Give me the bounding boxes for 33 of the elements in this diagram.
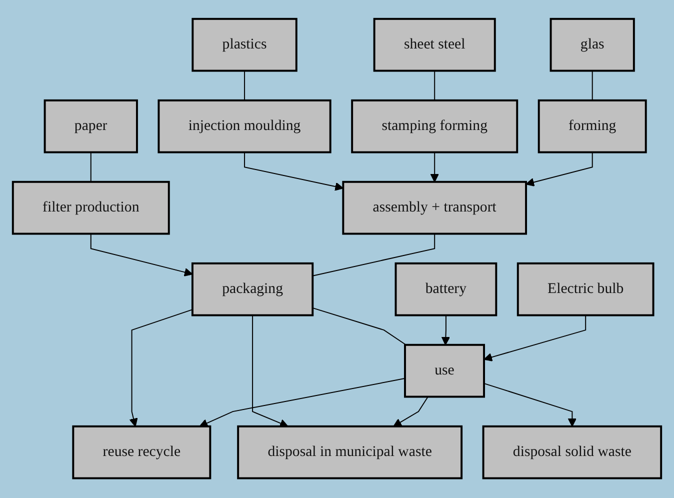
- node-box: packaging: [191, 262, 314, 317]
- arrow: [252, 315, 288, 428]
- connector: [244, 70, 246, 102]
- arrow: [90, 234, 193, 277]
- node-box: battery: [394, 262, 498, 317]
- node-box: plastics: [192, 18, 298, 72]
- connector: [592, 70, 593, 102]
- node-box: assembly + transport: [342, 181, 527, 236]
- node-box: reuse recycle: [72, 426, 212, 480]
- arrow: [441, 315, 450, 346]
- node-box: stamping forming: [351, 100, 518, 154]
- node-box: filter production: [12, 181, 170, 236]
- node-box: paper: [44, 100, 138, 154]
- connector: [90, 152, 92, 183]
- arrow: [526, 152, 593, 187]
- arrow: [393, 396, 428, 428]
- node-box: sheet steel: [373, 18, 496, 72]
- connector: [312, 308, 406, 346]
- arrow: [199, 378, 406, 428]
- node-box: forming: [538, 100, 647, 154]
- node-box: injection moulding: [158, 100, 332, 154]
- connector: [434, 70, 436, 102]
- connector: [312, 234, 436, 277]
- arrow: [129, 310, 193, 428]
- arrow: [430, 152, 439, 183]
- arrow: [244, 152, 344, 192]
- node-box: disposal solid waste: [482, 426, 662, 480]
- arrow: [484, 315, 586, 362]
- node-box: glas: [550, 18, 635, 72]
- node-box: disposal in municipal waste: [237, 426, 463, 480]
- node-box: Electric bulb: [516, 262, 654, 317]
- arrow: [484, 383, 577, 428]
- node-box: use: [404, 344, 485, 398]
